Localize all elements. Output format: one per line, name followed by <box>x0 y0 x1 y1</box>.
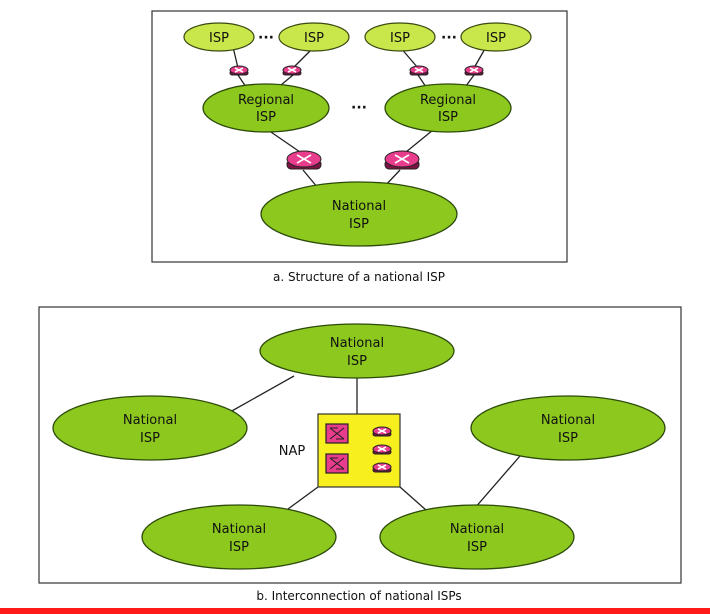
national-isp-bottom-right-line1: National <box>450 522 504 537</box>
router-right <box>384 150 420 170</box>
ellipsis-middle: ··· <box>351 100 367 116</box>
isp-node-3: ISP <box>364 22 436 52</box>
regional-isp-right-line1: Regional <box>420 93 476 108</box>
caption-b: b. Interconnection of national ISPs <box>256 589 461 603</box>
national-isp-bottom-left: National ISP <box>141 504 337 570</box>
isp-node-3-label: ISP <box>390 31 410 46</box>
nap-box <box>317 413 401 488</box>
regional-isp-right-line2: ISP <box>438 110 458 125</box>
national-isp-right-line2: ISP <box>558 431 578 446</box>
router-left <box>286 150 322 170</box>
national-isp-a-line2: ISP <box>349 217 369 232</box>
national-isp-right-line1: National <box>541 413 595 428</box>
caption-a: a. Structure of a national ISP <box>273 270 445 284</box>
regional-isp-right: Regional ISP <box>384 83 512 133</box>
national-isp-bottom-right-line2: ISP <box>467 540 487 555</box>
bottom-accent-bar <box>0 608 710 614</box>
router-icon-nap-2 <box>372 444 392 455</box>
router-icon-nap-3 <box>372 462 392 473</box>
regional-isp-left-line2: ISP <box>256 110 276 125</box>
switch-icon-1 <box>325 423 349 444</box>
isp-node-4: ISP <box>460 22 532 52</box>
switch-icon-2 <box>325 453 349 474</box>
isp-node-4-label: ISP <box>486 31 506 46</box>
national-isp-right: National ISP <box>470 395 666 461</box>
router-icon-nap-1 <box>372 426 392 437</box>
ellipsis-top-left: ··· <box>258 30 274 46</box>
national-isp-left-line1: National <box>123 413 177 428</box>
isp-node-1-label: ISP <box>209 31 229 46</box>
small-router-3 <box>409 65 429 76</box>
national-isp-top-line1: National <box>330 336 384 351</box>
isp-node-2-label: ISP <box>304 31 324 46</box>
national-isp-a-line1: National <box>332 199 386 214</box>
isp-node-1: ISP <box>183 22 255 52</box>
national-isp-bottom-left-line2: ISP <box>229 540 249 555</box>
national-isp-bottom-right: National ISP <box>379 504 575 570</box>
national-isp-left-line2: ISP <box>140 431 160 446</box>
regional-isp-left-line1: Regional <box>238 93 294 108</box>
isp-node-2: ISP <box>278 22 350 52</box>
national-isp-top-line2: ISP <box>347 354 367 369</box>
interconnection-links <box>229 375 521 511</box>
small-router-2 <box>282 65 302 76</box>
regional-isp-left: Regional ISP <box>202 83 330 133</box>
small-router-1 <box>229 65 249 76</box>
national-isp-a: National ISP <box>260 181 458 247</box>
small-router-4 <box>464 65 484 76</box>
national-isp-bottom-left-line1: National <box>212 522 266 537</box>
ellipsis-top-right: ··· <box>441 30 457 46</box>
national-isp-top: National ISP <box>259 323 455 379</box>
national-isp-left: National ISP <box>52 395 248 461</box>
nap-label: NAP <box>279 444 306 459</box>
